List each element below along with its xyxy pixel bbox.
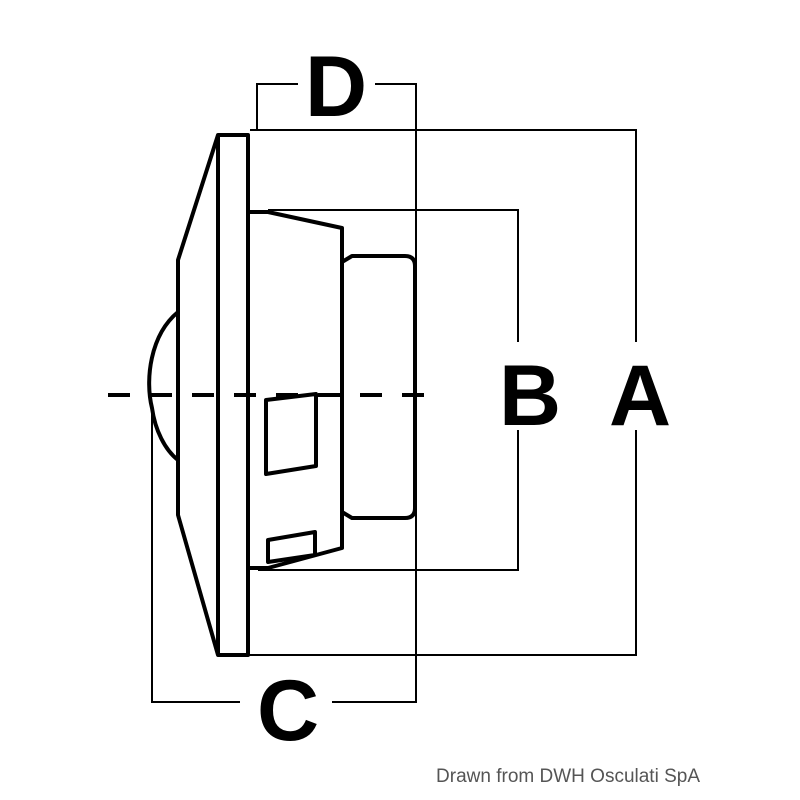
drawing-credit: Drawn from DWH Osculati SpA xyxy=(436,766,700,787)
housing-step xyxy=(248,210,344,570)
label-c: C xyxy=(257,663,319,759)
dimension-d-bracket xyxy=(256,83,417,695)
housing-rear xyxy=(340,254,417,520)
label-b: B xyxy=(499,348,561,444)
lens-dome xyxy=(147,310,180,462)
clip-window xyxy=(264,392,318,476)
label-d: D xyxy=(305,39,367,135)
dimension-c-bracket xyxy=(151,412,417,703)
label-a: A xyxy=(609,348,671,444)
dimension-b-bracket xyxy=(258,209,519,571)
bottom-latch xyxy=(266,530,317,564)
dimension-a-bracket xyxy=(248,129,637,656)
